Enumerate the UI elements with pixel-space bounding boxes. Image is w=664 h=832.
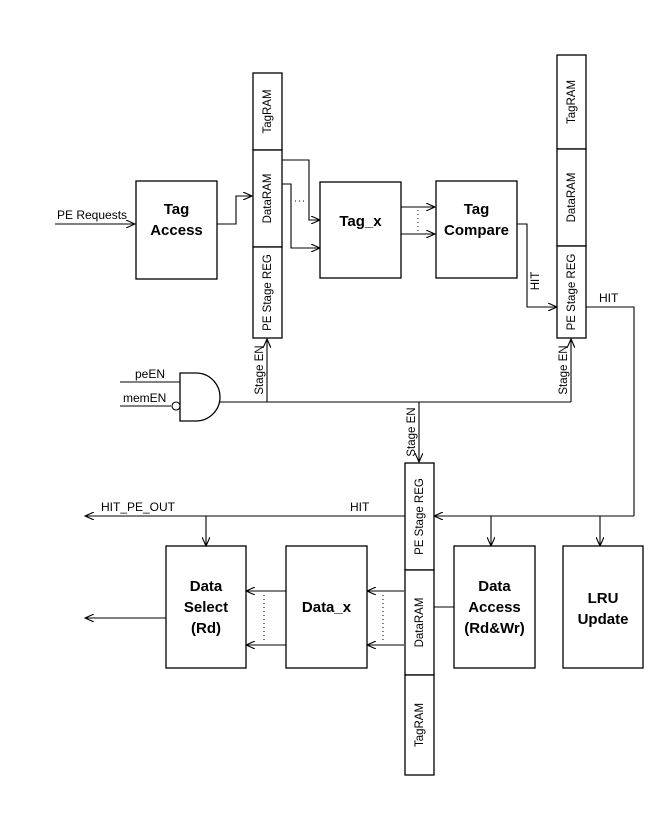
data-select-line3: (Rd) xyxy=(191,620,221,637)
data-access-line3: (Rd&Wr) xyxy=(464,620,525,637)
tag-x-label: Tag_x xyxy=(339,213,382,230)
stage1-pe-stage-reg: PE Stage REG xyxy=(262,254,274,331)
tag-compare-line2: Compare xyxy=(444,222,509,239)
tag-compare-block: Tag Compare xyxy=(435,180,518,279)
tag-access-block: Tag Access xyxy=(135,180,218,280)
lru-update-block: LRU Update xyxy=(562,545,644,669)
data-access-line2: Access xyxy=(468,599,521,616)
stage2-pe-stage-reg: PE Stage REG xyxy=(566,254,578,331)
wires xyxy=(55,159,635,645)
tag-access-line1: Tag xyxy=(164,201,190,218)
stage2-dataram: DataRAM xyxy=(566,173,578,223)
tag-access-line2: Access xyxy=(150,222,203,239)
data-select-line2: Select xyxy=(184,599,228,616)
signal-labels: PE Requests peEN memEN Stage EN Stage EN… xyxy=(57,208,619,514)
stage3-dataram: DataRAM xyxy=(414,598,426,648)
stage2-tagram: TagRAM xyxy=(566,80,578,124)
stage-en-label-3: Stage EN xyxy=(406,407,418,456)
data-access-line1: Data xyxy=(478,578,511,595)
compare-hit-wire xyxy=(517,223,557,307)
stage1-dataram: DataRAM xyxy=(262,174,274,224)
hit-label-compare: HIT xyxy=(530,272,542,291)
lru-update-line2: Update xyxy=(578,611,629,628)
stage2-register: TagRAM DataRAM PE Stage REG xyxy=(556,54,587,339)
inverter-bubble xyxy=(171,401,181,411)
stage-en-label-2: Stage EN xyxy=(558,345,570,394)
stage1-tagram: TagRAM xyxy=(262,89,274,133)
stage1-to-tagx-wire-b xyxy=(282,183,320,248)
data-select-line1: Data xyxy=(190,578,223,595)
data-x-label: Data_x xyxy=(302,599,352,616)
stage1-register: TagRAM DataRAM PE Stage REG xyxy=(252,72,283,339)
stage3-register: PE Stage REG DataRAM TagRAM xyxy=(404,462,435,776)
hit-label-bus: HIT xyxy=(350,500,370,514)
hit-pe-out-label: HIT_PE_OUT xyxy=(101,500,176,514)
data-x-block: Data_x xyxy=(285,545,368,669)
tag-access-to-stage1-wire xyxy=(217,196,252,225)
lru-update-line1: LRU xyxy=(588,590,619,607)
stage3-tagram: TagRAM xyxy=(414,703,426,747)
pe-requests-label: PE Requests xyxy=(57,208,127,222)
stage-en-label-1: Stage EN xyxy=(254,345,266,394)
data-select-block: Data Select (Rd) xyxy=(165,545,247,669)
hit-bus-wire xyxy=(586,306,635,516)
tag-compare-line1: Tag xyxy=(464,201,490,218)
stage1-to-tagx-wire-a xyxy=(282,159,320,220)
hit-label-stage2: HIT xyxy=(599,291,619,305)
data-access-block: Data Access (Rd&Wr) xyxy=(453,545,536,669)
stage3-pe-stage-reg: PE Stage REG xyxy=(414,478,426,555)
and-gate xyxy=(171,372,221,422)
tag-x-block: Tag_x xyxy=(319,181,402,279)
pe-en-label: peEN xyxy=(135,367,165,381)
mem-en-label: memEN xyxy=(123,391,166,405)
